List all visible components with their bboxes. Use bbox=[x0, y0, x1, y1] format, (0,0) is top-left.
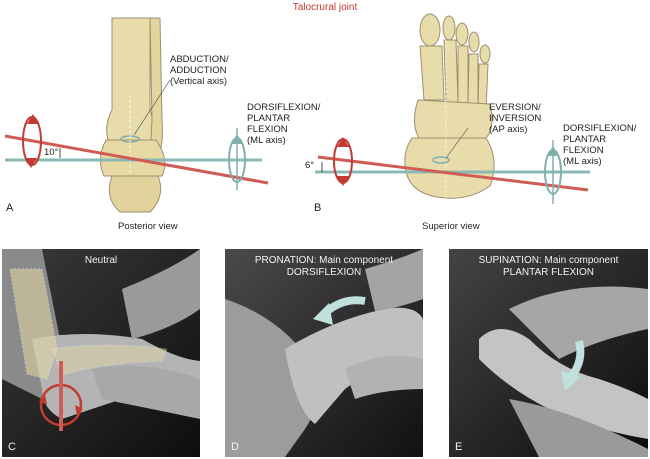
vertical-axis-marker bbox=[120, 135, 140, 143]
photo-panel-pronation: PRONATION: Main component DORSIFLEXION D bbox=[225, 249, 423, 457]
photo-panel-neutral: Neutral C bbox=[2, 249, 200, 457]
dorsiflexion-label-b: DORSIFLEXION/ PLANTAR FLEXION (ML axis) bbox=[563, 123, 637, 167]
pronation-photo bbox=[225, 249, 423, 457]
panel-letter-d: D bbox=[231, 441, 239, 453]
red-rotation-arrow-b bbox=[333, 138, 353, 184]
angle-label-a: 10° bbox=[44, 147, 59, 158]
neutral-photo bbox=[2, 249, 200, 457]
ap-axis-marker bbox=[432, 156, 450, 164]
rotation-arrow-e bbox=[567, 340, 585, 380]
pronation-caption: PRONATION: Main component DORSIFLEXION bbox=[254, 255, 394, 278]
panel-letter-c: C bbox=[8, 441, 16, 453]
eversion-inversion-label: EVERSION/ INVERSION (AP axis) bbox=[489, 102, 542, 135]
panel-letter-a: A bbox=[6, 202, 14, 214]
red-rotation-arrow-a bbox=[22, 116, 42, 166]
calcaneus-bone bbox=[108, 175, 162, 213]
teal-rotation-arrow-b bbox=[544, 149, 562, 195]
supination-photo bbox=[449, 249, 648, 457]
oblique-axis-line-a bbox=[4, 134, 269, 185]
fibula-bone bbox=[149, 17, 163, 161]
foot-bones-superior bbox=[404, 13, 495, 199]
superior-view-caption: Superior view bbox=[422, 221, 480, 232]
figure-title: Talocrural joint bbox=[292, 2, 358, 13]
dorsiflexion-label-a: DORSIFLEXION/ PLANTAR FLEXION (ML axis) bbox=[247, 102, 321, 146]
angle-label-b: 6° bbox=[305, 160, 315, 171]
tibia-bone bbox=[106, 17, 155, 141]
abduction-adduction-label: ABDUCTION/ ADDUCTION (Vertical axis) bbox=[170, 54, 229, 87]
teal-rotation-arrow-a bbox=[228, 137, 246, 183]
panel-letter-e: E bbox=[455, 441, 463, 453]
oblique-axis-line-b bbox=[317, 155, 589, 192]
panel-letter-b: B bbox=[314, 202, 322, 214]
talus-bone bbox=[100, 139, 166, 177]
supination-caption: SUPINATION: Main component PLANTAR FLEXI… bbox=[478, 255, 619, 278]
neutral-caption: Neutral bbox=[84, 255, 118, 266]
posterior-view-caption: Posterior view bbox=[118, 221, 178, 232]
photo-panel-supination: SUPINATION: Main component PLANTAR FLEXI… bbox=[449, 249, 648, 457]
